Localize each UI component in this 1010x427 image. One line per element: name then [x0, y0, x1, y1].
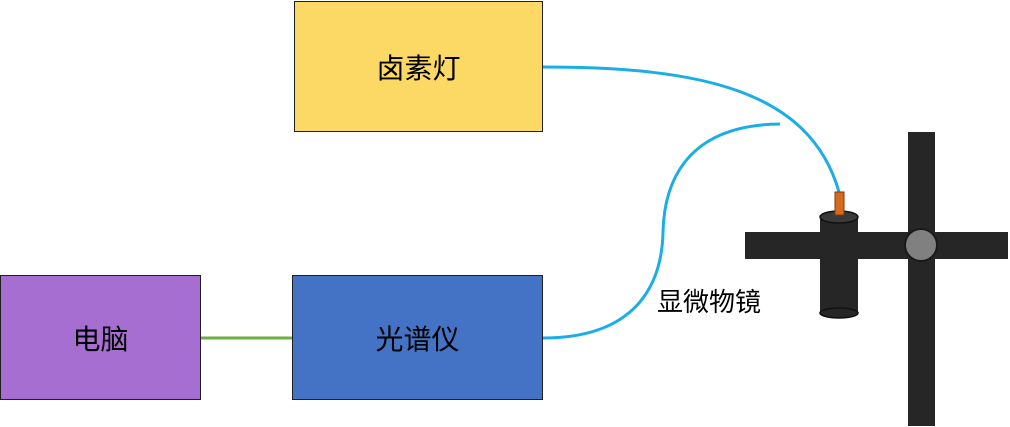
computer-box: 电脑 — [0, 275, 201, 400]
spectrometer-box: 光谱仪 — [292, 275, 543, 400]
collection-fiber — [542, 122, 781, 340]
microscope-objective-label: 显微物镜 — [657, 288, 762, 318]
halogen-lamp-label: 卤素灯 — [376, 51, 461, 85]
fiber-tip — [834, 191, 845, 216]
illumination-fiber — [542, 65, 841, 193]
stand-joint — [904, 228, 938, 262]
spectrometer-label: 光谱仪 — [375, 322, 460, 356]
objective-bottom — [819, 307, 859, 319]
stand-vertical-bar — [908, 132, 935, 426]
halogen-lamp-box: 卤素灯 — [294, 1, 543, 132]
objective-body — [820, 217, 858, 313]
stand-horizontal-bar — [745, 232, 1008, 259]
computer-label: 电脑 — [72, 322, 129, 356]
